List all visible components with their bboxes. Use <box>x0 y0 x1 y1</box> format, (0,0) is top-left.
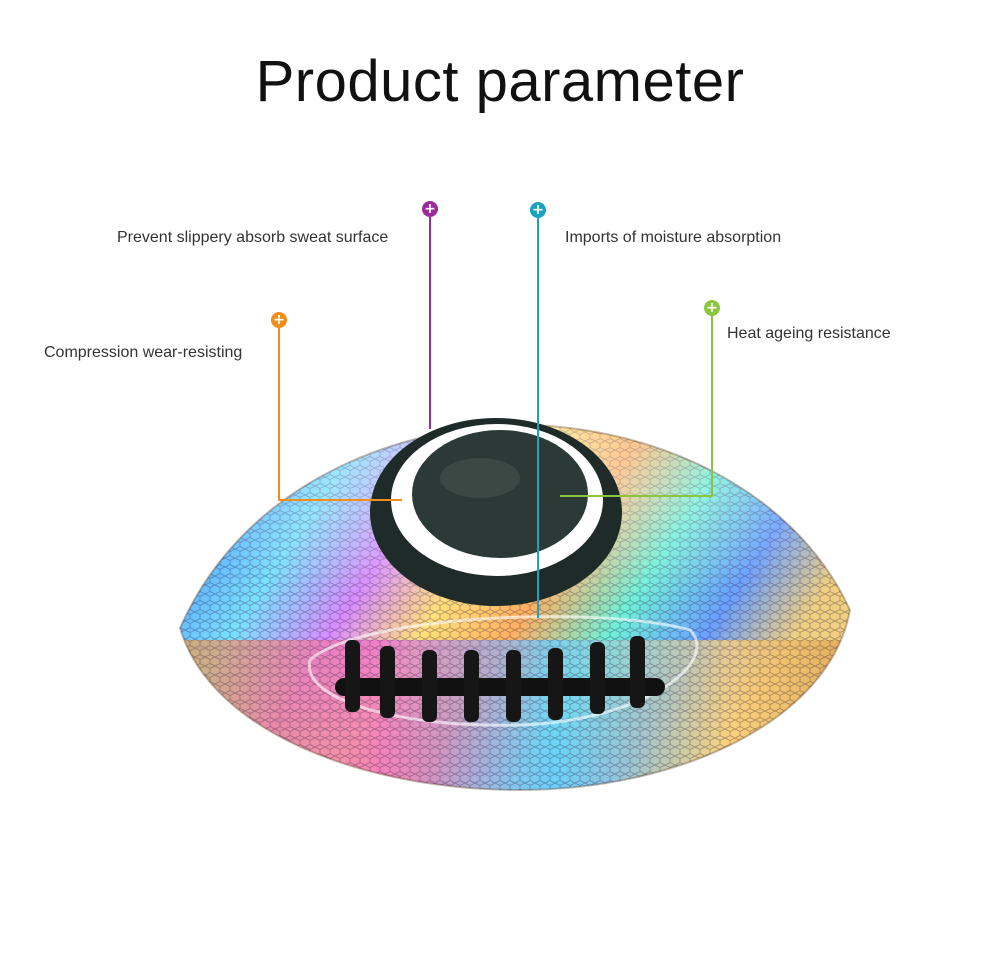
plus-circle-icon: + <box>271 312 287 328</box>
feature-label-moisture: Imports of moisture absorption <box>565 229 782 246</box>
callout-line-compression-horizontal <box>278 499 402 501</box>
callout-line-moisture <box>537 218 539 618</box>
feature-label-heat: Heat ageing resistance <box>727 325 891 342</box>
callout-line-heat-horizontal <box>560 495 713 497</box>
callout-line-slippery <box>429 217 431 429</box>
plus-circle-icon: + <box>704 300 720 316</box>
page-title: Product parameter <box>255 49 745 114</box>
callout-line-heat <box>711 316 713 496</box>
callout-line-compression <box>278 328 280 500</box>
feature-label-slippery: Prevent slippery absorb sweat surface <box>117 229 389 246</box>
feature-label-compression: Compression wear-resisting <box>44 344 243 361</box>
plus-circle-icon: + <box>422 201 438 217</box>
plus-circle-icon: + <box>530 202 546 218</box>
